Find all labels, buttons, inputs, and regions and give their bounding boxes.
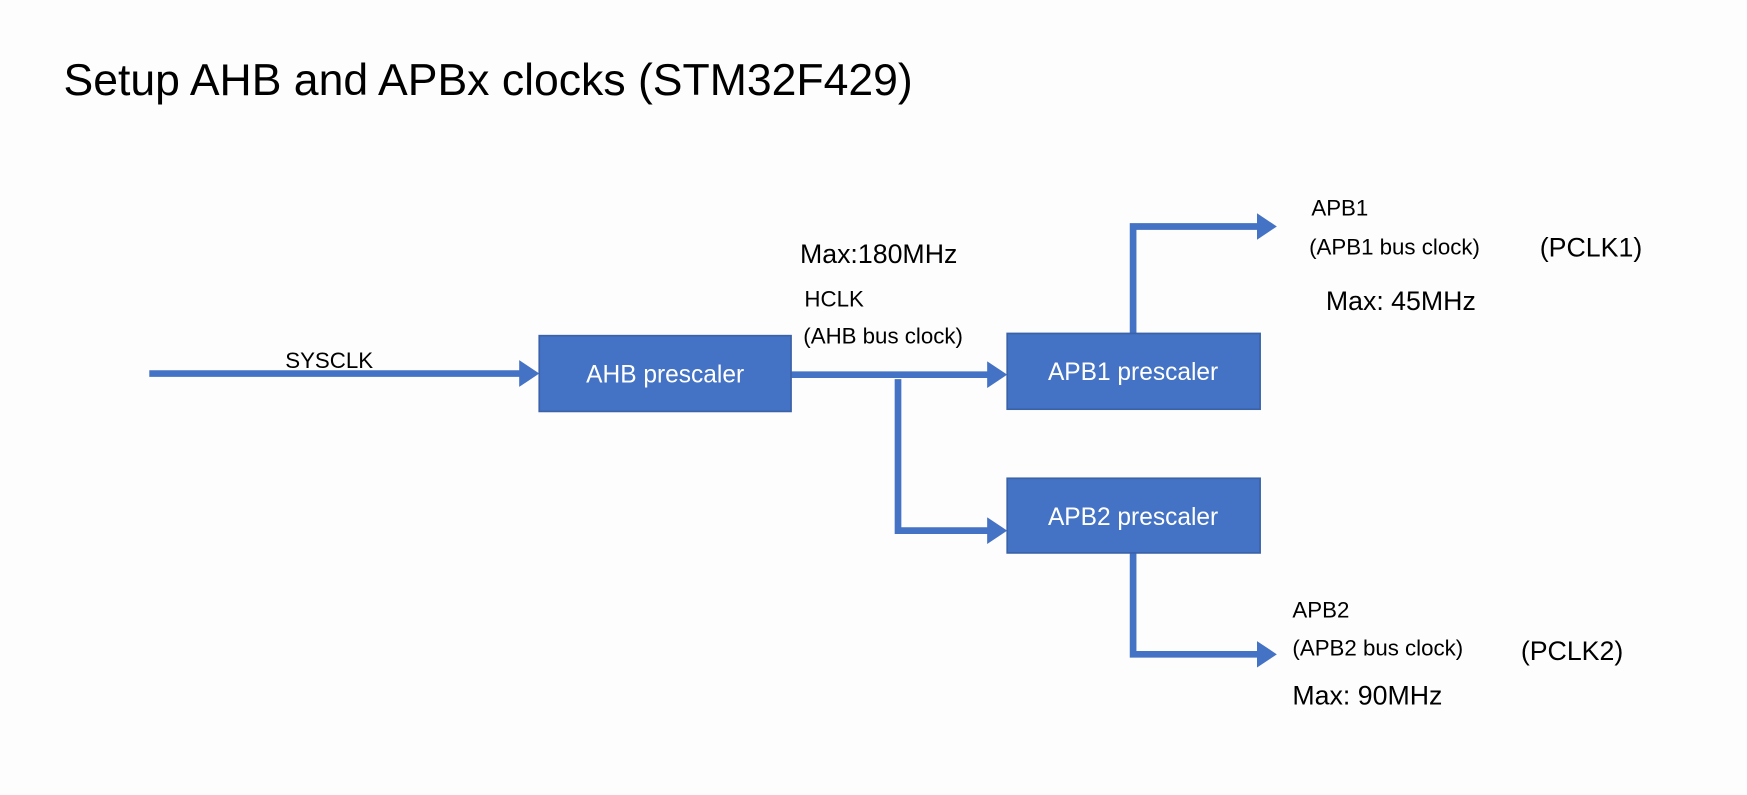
- page-title: Setup AHB and APBx clocks (STM32F429): [64, 56, 913, 105]
- sysclk-label: SYSCLK: [285, 348, 373, 373]
- apb2-name: APB2: [1292, 598, 1349, 623]
- hclk-name: HCLK: [804, 287, 864, 312]
- hclk-max: Max:180MHz: [800, 239, 957, 269]
- hclk-branch-arrow: [894, 379, 1008, 545]
- apb1-out-arrow: [1129, 213, 1277, 334]
- hclk-desc: (AHB bus clock): [803, 323, 963, 348]
- apb1-name: APB1: [1311, 195, 1368, 220]
- apb2-desc: (APB2 bus clock): [1292, 635, 1463, 660]
- apb1-desc: (APB1 bus clock): [1309, 234, 1480, 259]
- apb2-out-arrow: [1129, 552, 1277, 668]
- apb1-max: Max: 45MHz: [1326, 286, 1476, 316]
- apb2-prescaler-label: APB2 prescaler: [1048, 504, 1218, 531]
- ahb-prescaler-label: AHB prescaler: [586, 361, 744, 388]
- apb1-alias: (PCLK1): [1540, 233, 1642, 263]
- apb2-max: Max: 90MHz: [1292, 680, 1442, 710]
- apb2-alias: (PCLK2): [1521, 636, 1623, 666]
- ahb-prescaler-block: AHB prescaler: [538, 334, 792, 413]
- apb2-prescaler-block: APB2 prescaler: [1006, 477, 1261, 554]
- apb1-prescaler-block: APB1 prescaler: [1006, 332, 1261, 411]
- apb1-prescaler-label: APB1 prescaler: [1048, 359, 1218, 386]
